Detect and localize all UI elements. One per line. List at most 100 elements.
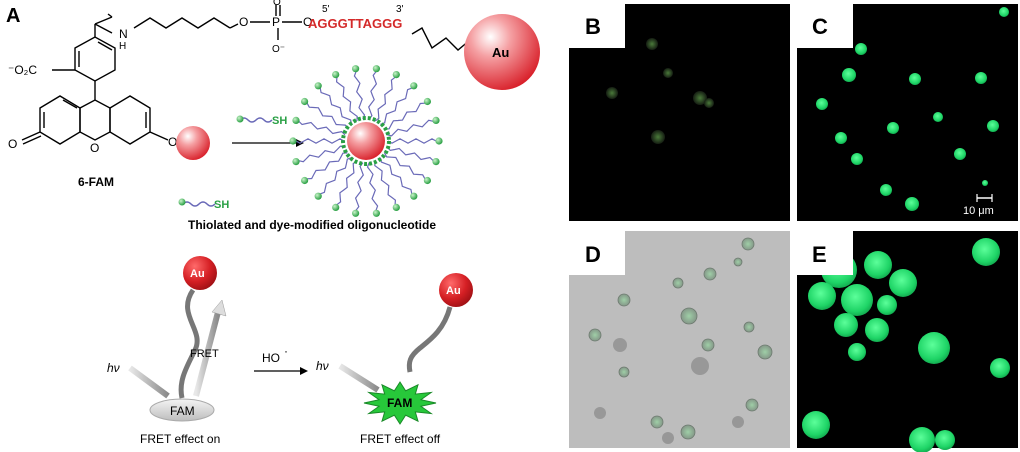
phosphate-oxygen-bottom: O⁻ xyxy=(272,44,285,55)
oligonucleotide-strand xyxy=(335,77,358,122)
dye-bead-icon-2 xyxy=(178,198,186,206)
panel-label-b: B xyxy=(585,14,601,39)
fret-off-caption: FRET effect off xyxy=(360,432,441,446)
carboxylate-label: ⁻O₂C xyxy=(8,63,37,77)
oligonucleotide-strand xyxy=(374,160,397,205)
dye-bead xyxy=(352,65,360,73)
dim-cells-b xyxy=(606,38,714,144)
panel-a: A xyxy=(6,0,540,446)
dye-bead xyxy=(392,203,400,211)
oligonucleotide-strand xyxy=(319,87,353,125)
ring-oxygen: O xyxy=(90,141,99,155)
thiol-label-2: SH xyxy=(214,199,229,211)
thiol-shell xyxy=(341,116,391,166)
oligonucleotide-strand xyxy=(387,138,437,144)
fam-on-label: FAM xyxy=(170,404,195,418)
ketone-oxygen: O xyxy=(8,137,17,151)
panel-c: C 10 μm xyxy=(797,4,1018,221)
thiol-label-1: SH xyxy=(272,115,287,127)
large-cells-e xyxy=(802,238,1010,452)
excitation-arrow-off xyxy=(338,363,380,393)
fret-arrow xyxy=(193,311,221,397)
oligonucleotide-strand xyxy=(336,160,358,206)
oligonucleotide-strand xyxy=(368,71,378,120)
gold-label: Au xyxy=(492,45,509,60)
panel-label-d: D xyxy=(585,242,601,267)
overlay-cells-d xyxy=(588,237,773,440)
dye-bead-icon xyxy=(236,115,244,123)
scale-bar-label: 10 μm xyxy=(963,205,994,217)
dye-bead xyxy=(314,82,322,90)
label-box-c xyxy=(797,4,853,48)
panel-e: E xyxy=(797,231,1018,452)
dye-bead xyxy=(352,209,360,217)
fam-structure xyxy=(21,5,471,145)
dye-bead xyxy=(292,116,300,124)
hydroxyl-label: HO xyxy=(262,351,280,365)
dark-spots-d xyxy=(594,338,744,444)
gold-on-icon xyxy=(183,256,217,290)
phosphate-oxygen-top: O xyxy=(273,0,281,8)
dna-sequence: AGGGTTAGGG xyxy=(308,16,402,31)
oligonucleotide-strand xyxy=(295,138,345,144)
linker-oxygen-2: O xyxy=(303,15,312,29)
dye-bead xyxy=(432,116,440,124)
gold-off-icon xyxy=(439,273,473,307)
fam-dye-on xyxy=(149,398,215,422)
dna-strand-off xyxy=(406,306,453,373)
oligonucleotide-strand xyxy=(306,102,349,130)
caption-thiolated: Thiolated and dye-modified oligonucleoti… xyxy=(188,218,436,232)
thiol-strand-icon-2 xyxy=(182,201,216,207)
dye-bead xyxy=(292,158,300,166)
oligonucleotide-strand xyxy=(383,152,426,180)
label-box-e xyxy=(797,231,853,275)
dye-bead xyxy=(423,97,431,106)
functionalized-nanoparticle xyxy=(289,65,443,217)
oligonucleotide-strand xyxy=(298,120,346,136)
panel-b: B xyxy=(569,4,790,221)
oligonucleotide-strand xyxy=(386,146,434,162)
phosphorus: P xyxy=(272,15,280,29)
oligonucleotide-strand xyxy=(353,71,366,120)
dye-bead xyxy=(301,97,309,106)
gold-nanoparticle-large xyxy=(464,14,540,90)
bright-cells-c xyxy=(816,7,1009,211)
oligonucleotide-strand xyxy=(380,87,413,125)
linker-oxygen-1: O xyxy=(239,15,248,29)
label-box-b xyxy=(569,4,625,48)
oligonucleotide-strand xyxy=(307,152,348,180)
fret-on-scheme: Au FRET hν FAM FRET effect on xyxy=(107,256,227,446)
oxidation-arrowhead xyxy=(300,367,308,375)
hv-label-1: hν xyxy=(107,361,120,375)
fam-off-label: FAM xyxy=(387,396,412,410)
fret-arrowhead xyxy=(211,299,227,317)
panel-label-a: A xyxy=(6,5,20,27)
thiol-strand-icon xyxy=(239,117,273,123)
dye-bead xyxy=(410,82,418,90)
dye-bead xyxy=(289,137,297,145)
fam-burst-icon xyxy=(363,381,437,425)
dna-strand-on xyxy=(178,288,200,399)
gold-on-label: Au xyxy=(190,268,205,280)
dye-bead xyxy=(332,71,340,79)
dye-bead xyxy=(372,65,380,73)
gold-nanoparticle-small xyxy=(176,126,210,160)
dye-bead xyxy=(432,158,440,166)
amide-n: N xyxy=(119,27,128,41)
excitation-arrow-on xyxy=(128,365,170,399)
three-prime-label: 3' xyxy=(396,4,404,15)
oligonucleotide-strand xyxy=(366,162,379,211)
fret-off-scheme: Au hν FAM FRET effect off xyxy=(316,273,473,446)
hydroxyl-radical-dot: · xyxy=(284,344,288,358)
panel-label-c: C xyxy=(812,14,828,39)
chem-labels: ⁻O₂C N H O O O⁻ O P O O⁻ O 5' 3' AGGGTTA… xyxy=(8,0,404,189)
fret-label: FRET xyxy=(190,348,219,360)
label-box-d xyxy=(569,231,625,275)
dye-bead xyxy=(410,192,418,200)
panel-label-e: E xyxy=(812,242,827,267)
oligonucleotide-strand xyxy=(298,145,346,163)
hv-label-2: hν xyxy=(316,359,329,373)
dye-bead xyxy=(314,192,322,200)
panel-d: D xyxy=(569,231,790,448)
